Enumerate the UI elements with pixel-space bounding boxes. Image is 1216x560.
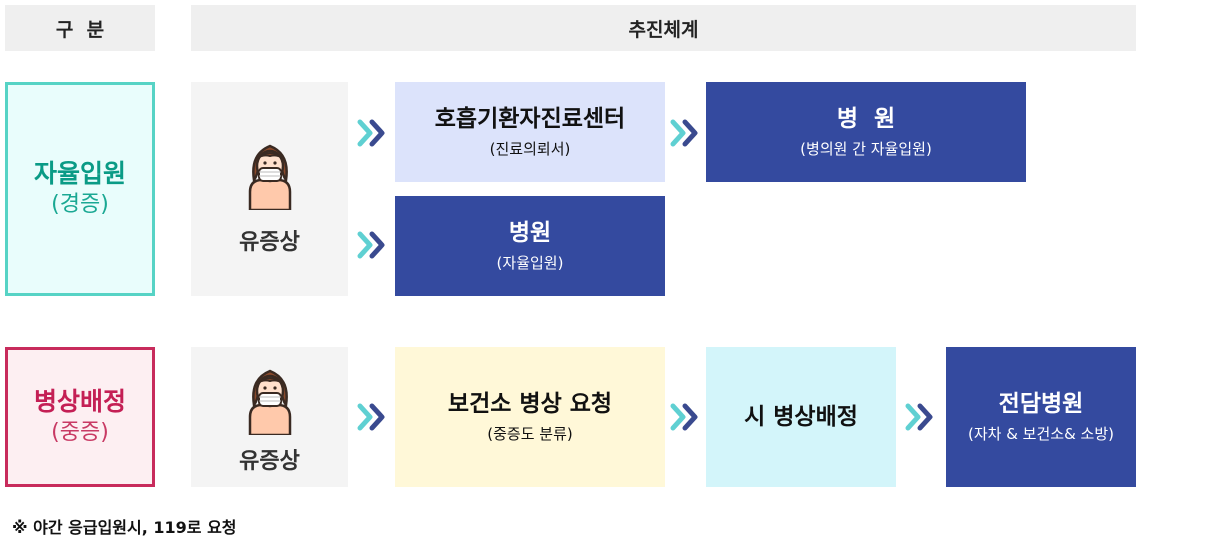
public-health-request-box: 보건소 병상 요청 (중증도 분류) [395,347,665,487]
city-bed-assignment-box: 시 병상배정 [706,347,896,487]
category-bed-assignment: 병상배정 (중증) [5,347,155,487]
patient-panel-2: 유증상 [191,347,348,487]
category-voluntary: 자율입원 (경증) [5,82,155,296]
night-emergency-note: ※ 야간 응급입원시, 119로 요청 [12,518,237,537]
double-chevron-right-icon [670,403,698,431]
hospital-top-title: 병 원 [836,106,896,132]
double-chevron-right-icon [905,403,933,431]
public-health-request-title: 보건소 병상 요청 [447,391,613,417]
header-category: 구 분 [5,5,155,51]
double-chevron-right-icon [670,119,698,147]
respiratory-clinic-title: 호흡기환자진료센터 [434,106,626,132]
patient-label-2: 유증상 [239,449,300,474]
header-system-label: 추진체계 [628,18,699,41]
header-category-label: 구 분 [55,18,105,41]
public-health-request-sub: (중증도 분류) [487,425,573,443]
patient-panel-1: 유증상 [191,82,348,296]
category-bed-title: 병상배정 [33,387,126,416]
hospital-bottom-title: 병원 [508,220,552,246]
dedicated-hospital-title: 전담병원 [998,391,1084,417]
double-chevron-right-icon [357,119,385,147]
hospital-bottom-sub: (자율입원) [496,254,564,272]
double-chevron-right-icon [357,403,385,431]
dedicated-hospital-box: 전담병원 (자차 & 보건소& 소방) [946,347,1136,487]
city-bed-assignment-title: 시 병상배정 [744,404,858,430]
category-bed-sub: (중증) [51,420,109,445]
respiratory-clinic-sub: (진료의뢰서) [489,140,571,158]
hospital-box-top: 병 원 (병의원 간 자율입원) [706,82,1026,182]
category-voluntary-sub: (경증) [51,192,109,217]
dedicated-hospital-sub: (자차 & 보건소& 소방) [967,425,1114,443]
category-voluntary-title: 자율입원 [33,159,126,188]
hospital-top-sub: (병의원 간 자율입원) [800,140,932,158]
patient-label-1: 유증상 [239,230,300,255]
masked-person-icon [248,369,291,435]
masked-person-icon [248,144,291,210]
hospital-box-bottom: 병원 (자율입원) [395,196,665,296]
double-chevron-right-icon [357,231,385,259]
respiratory-clinic-box: 호흡기환자진료센터 (진료의뢰서) [395,82,665,182]
header-system: 추진체계 [191,5,1136,51]
